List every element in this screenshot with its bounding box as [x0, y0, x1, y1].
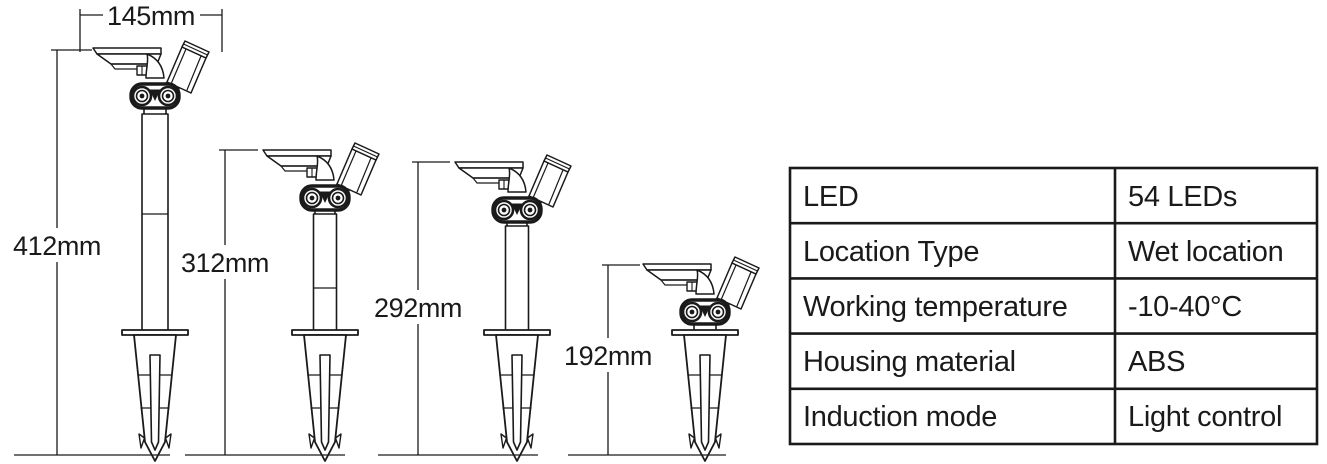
dimension-width-145: 145mm [79, 1, 223, 52]
spec-property: Housing material [803, 346, 1016, 378]
spec-value: ABS [1128, 346, 1185, 378]
lamp-1-spike [121, 329, 189, 462]
product-lamp-4 [641, 255, 761, 462]
dimension-label-312: 312mm [181, 248, 269, 278]
lamp-3-pole [504, 213, 530, 333]
table-row: Working temperature -10-40°C [803, 291, 1242, 323]
table-row: LED 54 LEDs [803, 181, 1237, 213]
lamp-2-spike [291, 329, 359, 462]
dimension-height-312: 312mm [181, 149, 345, 456]
spec-value: 54 LEDs [1128, 181, 1237, 213]
spec-table: LED 54 LEDs Location Type Wet location W… [788, 166, 1319, 446]
dimension-height-292: 292mm [374, 161, 538, 456]
lamp-2-head [261, 141, 381, 212]
table-row: Location Type Wet location [803, 236, 1284, 268]
spec-property: Working temperature [803, 291, 1068, 323]
table-row: Induction mode Light control [803, 401, 1282, 433]
product-lamp-1 [91, 39, 211, 462]
dimension-height-412: 412mm [13, 49, 170, 456]
lamp-3-spike [483, 329, 551, 462]
dimension-height-192: 192mm [564, 264, 726, 456]
spec-value: Wet location [1128, 236, 1283, 268]
lamp-1-head [91, 39, 211, 110]
spec-property: LED [803, 181, 859, 213]
lamp-4-spike [671, 329, 739, 462]
dimension-label-192: 192mm [564, 341, 652, 371]
spec-property: Location Type [803, 236, 979, 268]
lamp-1-pole [141, 99, 169, 333]
lamp-3-head [453, 153, 573, 224]
spec-property: Induction mode [803, 401, 997, 433]
product-lamp-3 [453, 153, 573, 462]
dimension-label-292: 292mm [374, 293, 462, 323]
spec-value: -10-40°C [1128, 291, 1242, 323]
spec-value: Light control [1128, 401, 1282, 433]
lamp-4-head [641, 255, 761, 326]
product-lamp-2 [261, 141, 381, 462]
table-row: Housing material ABS [803, 346, 1185, 378]
lamp-2-pole [312, 201, 338, 333]
dimension-label-412: 412mm [13, 231, 101, 261]
dimension-label-145: 145mm [107, 1, 195, 31]
